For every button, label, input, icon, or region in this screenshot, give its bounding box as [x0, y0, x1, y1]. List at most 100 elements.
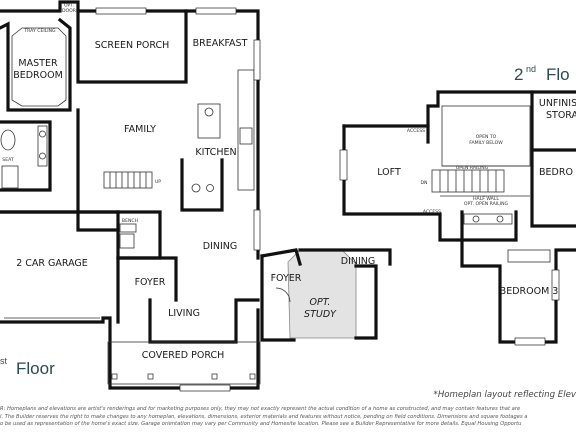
second-floor-title: Flo	[546, 65, 570, 84]
kitchen-island	[197, 103, 221, 139]
seat-label: SEAT	[2, 157, 14, 163]
bathtub	[0, 129, 16, 151]
bedroom-2-label: BEDRO	[539, 167, 573, 178]
bedroom-2-wall	[530, 148, 576, 228]
family-label: FAMILY	[124, 124, 156, 135]
covered-porch-outline	[107, 341, 261, 385]
dining-label: DINING	[203, 241, 238, 252]
stairs-up-label: UP	[155, 179, 161, 185]
alt-dining-label: DINING	[341, 256, 376, 267]
range	[239, 127, 253, 145]
screen-porch-wall	[76, 9, 188, 84]
first-floor-exterior-wall-lower	[0, 308, 260, 390]
powder-room-wall	[180, 158, 224, 212]
half-wall-label: OPT. OPEN RAILING	[464, 201, 509, 207]
master-bedroom-wall	[0, 17, 72, 112]
bedroom-3-label: BEDROOM 3	[500, 286, 559, 297]
island-sink	[204, 107, 214, 117]
window	[514, 337, 546, 346]
stairs-down-label: DN	[421, 180, 428, 186]
living-wall	[148, 298, 260, 344]
kitchen-label: KITCHEN	[195, 147, 236, 158]
open-to-family-label: OPEN TO	[476, 134, 497, 140]
first-floor-title: Floor	[16, 359, 55, 378]
alt-foyer-label: FOYER	[271, 273, 302, 284]
opt-study-label: OPT.	[310, 297, 331, 308]
second-floor-stairs	[431, 169, 505, 193]
toilet	[191, 183, 201, 193]
hall-sink	[472, 215, 480, 223]
shower	[1, 165, 19, 189]
hall-bath-wall	[460, 210, 518, 242]
first-floor-exterior-wall	[0, 0, 260, 260]
vanity-sink	[39, 130, 46, 138]
window	[195, 7, 237, 15]
disclaimer-line: o be used as representation of the home'…	[0, 421, 522, 428]
first-floor-plan	[0, 0, 261, 392]
window	[179, 384, 231, 392]
bedroom-3-closet	[507, 249, 551, 263]
alt-elevation-plan	[260, 248, 392, 342]
breakfast-label: BREAKFAST	[193, 38, 248, 49]
bench-label: BENCH	[122, 218, 138, 224]
access-label: ACCESS	[407, 128, 425, 134]
covered-porch-label: COVERED PORCH	[142, 350, 225, 361]
open-to-family-label: FAMILY BELOW	[469, 140, 503, 146]
alt-elevation-wall	[260, 248, 302, 266]
window	[95, 7, 147, 15]
opt-door-label: DOOR	[62, 8, 77, 14]
master-bath-wall	[0, 120, 52, 192]
unfinished-storage-label: UNFINIS	[539, 98, 576, 109]
homeplan-caption: *Homeplan layout reflecting Elev	[433, 390, 576, 400]
screen-porch-label: SCREEN PORCH	[95, 40, 170, 51]
garage-label: 2 CAR GARAGE	[16, 258, 88, 269]
half-wall-label: HALF WALL	[473, 196, 499, 202]
door-swing	[275, 287, 291, 303]
porch-column	[211, 373, 218, 380]
unfinished-storage-label: STORA	[546, 110, 576, 121]
tray-ceiling-label: TRAY CEILING	[23, 28, 56, 34]
foyer-label: FOYER	[135, 277, 166, 288]
vanity-sink	[39, 152, 46, 160]
disclaimer-text: R: Homeplans and elevations are artist's…	[0, 406, 576, 432]
access-label: ACCESS	[423, 209, 441, 215]
living-label: LIVING	[168, 308, 200, 319]
first-floor-title-prefix: st	[0, 356, 8, 366]
master-bedroom-label: BEDROOM	[13, 70, 63, 81]
disclaimer-line: R: Homeplans and elevations are artist's…	[0, 406, 521, 412]
second-floor-exterior-wall	[342, 90, 576, 128]
laundry	[119, 233, 135, 249]
porch-column	[111, 373, 118, 380]
disclaimer-line: l. The Builder reserves the right to mak…	[0, 413, 528, 420]
loft-label: LOFT	[377, 167, 401, 178]
stairs	[103, 171, 153, 189]
porch-column	[147, 373, 154, 380]
second-floor-plan	[339, 90, 576, 346]
window	[253, 39, 261, 81]
alt-elevation-wall	[298, 248, 392, 266]
powder-sink	[206, 184, 214, 192]
hall-vanity	[463, 213, 513, 225]
master-bedroom-label: MASTER	[18, 58, 58, 69]
alt-elevation-wall	[354, 264, 378, 340]
tray-ceiling-outline	[11, 27, 67, 107]
bench	[119, 223, 137, 233]
opt-study-label: STUDY	[304, 309, 337, 320]
open-railing-label: OPEN RAILING	[456, 165, 489, 171]
window	[253, 209, 261, 251]
window	[339, 149, 348, 181]
hall-sink	[496, 215, 504, 223]
second-floor-exterior-wall	[342, 124, 576, 344]
opt-door-label: OPT.	[64, 3, 74, 9]
window	[551, 269, 560, 301]
second-floor-title-prefix: nd	[526, 64, 536, 74]
interior-wall	[76, 108, 120, 232]
master-vanity	[37, 125, 48, 167]
porch-column	[249, 373, 256, 380]
kitchen-counter	[237, 69, 255, 191]
foyer-wall	[116, 256, 178, 302]
alt-elevation-wall	[260, 254, 296, 342]
second-floor-title-number: 2	[514, 65, 523, 84]
